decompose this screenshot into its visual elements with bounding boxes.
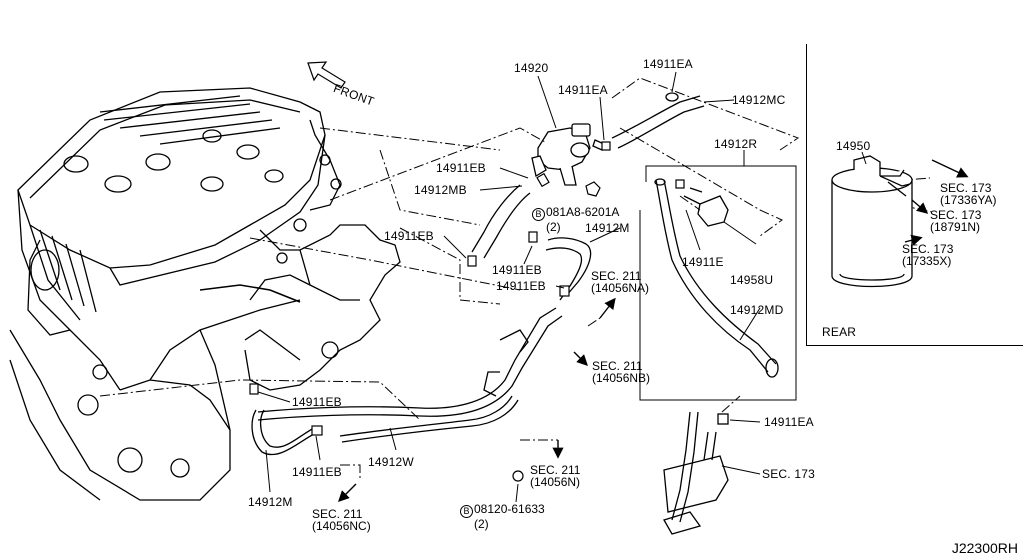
part-label-14912MC: 14912MC xyxy=(732,93,786,107)
part-label-14920: 14920 xyxy=(514,61,549,75)
part-label-14912W: 14912W xyxy=(368,455,414,469)
part-label-14911EB-b: 14911EB xyxy=(384,229,434,243)
part-label-14911EB-f: 14911EB xyxy=(292,465,342,479)
part-label-14911EB-d: 14911EB xyxy=(496,279,546,293)
section-title-173-N: SEC. 173 xyxy=(930,208,982,222)
part-label-14912M-lower: 14912M xyxy=(248,495,293,509)
section-ref-14056NC: (14056NC) xyxy=(312,519,371,533)
part-label-14912M-upper: 14912M xyxy=(585,221,630,235)
part-label-14911EB-a: 14911EB xyxy=(436,161,486,175)
bolt-qty-b2: (2) xyxy=(474,517,489,531)
part-label-14950: 14950 xyxy=(836,139,871,153)
label-leaders xyxy=(257,71,867,503)
section-title-211-NA: SEC. 211 xyxy=(591,269,642,283)
front-direction-arrow xyxy=(307,61,346,89)
leader-lines xyxy=(99,77,933,480)
diagram-reference-code: J22300RH xyxy=(951,540,1018,556)
rear-inset-panel xyxy=(806,44,1023,346)
part-label-14912MB: 14912MB xyxy=(414,183,467,197)
part-label-14911E: 14911E xyxy=(682,255,724,269)
bolt-qty-b1: (2) xyxy=(546,220,561,234)
bolt-symbol-b2: B xyxy=(460,505,473,518)
purge-valve-14920 xyxy=(531,123,605,186)
part-label-14912R: 14912R xyxy=(714,137,758,151)
part-label-14958U: 14958U xyxy=(730,273,774,287)
section-label-173-17336YA: SEC. 173 (17336YA) xyxy=(940,182,996,206)
part-label-14911EB-c: 14911EB xyxy=(492,263,542,277)
section-title-211-NC: SEC. 211 xyxy=(312,507,363,521)
bolt-symbol-b1: B xyxy=(532,208,545,221)
group-frame-14912R xyxy=(646,165,797,401)
section-label-211-14056N: SEC. 211 (14056N) xyxy=(530,464,580,488)
section-arrows xyxy=(338,159,969,502)
evap-canister-14950 xyxy=(831,155,913,288)
section-title-211-N: SEC. 211 xyxy=(530,463,581,477)
section-ref-18791N: (18791N) xyxy=(930,220,981,234)
engine-assembly xyxy=(9,87,401,501)
section-label-173-18791N: SEC. 173 (18791N) xyxy=(930,209,981,233)
section-ref-14056NA: (14056NA) xyxy=(591,281,650,295)
section-ref-14056N: (14056N) xyxy=(530,475,581,489)
inset-label-rear: REAR xyxy=(822,325,857,339)
section-title-173-X: SEC. 173 xyxy=(902,242,954,256)
part-label-14911EB-e: 14911EB xyxy=(292,395,342,409)
section-label-211-14056NB: SEC. 211 (14056NB) xyxy=(592,360,650,384)
bolt-part-081A8: 081A8-6201A xyxy=(546,205,620,219)
section-label-211-14056NC: SEC. 211 (14056NC) xyxy=(312,508,371,532)
section-ref-17335X: (17335X) xyxy=(902,254,952,268)
part-label-14911EA-low: 14911EA xyxy=(764,415,814,429)
section-title-211-NB: SEC. 211 xyxy=(592,359,643,373)
part-label-14911EA-top: 14911EA xyxy=(643,57,693,71)
part-label-14912MD: 14912MD xyxy=(730,303,784,317)
section-label-173-lower: SEC. 173 xyxy=(762,467,815,481)
section-ref-14056NB: (14056NB) xyxy=(592,371,651,385)
hose-clamps xyxy=(249,141,685,482)
part-label-14911EA-mid: 14911EA xyxy=(558,83,608,97)
section-label-173-17335X: SEC. 173 (17335X) xyxy=(902,243,953,267)
bolt-part-08120: 08120-61633 xyxy=(474,502,545,516)
section-ref-17336YA: (17336YA) xyxy=(940,193,997,207)
bolt-081A8-icon xyxy=(585,181,601,197)
section-title-173-YA: SEC. 173 xyxy=(940,181,992,195)
section-label-211-14056NA: SEC. 211 (14056NA) xyxy=(591,270,649,294)
